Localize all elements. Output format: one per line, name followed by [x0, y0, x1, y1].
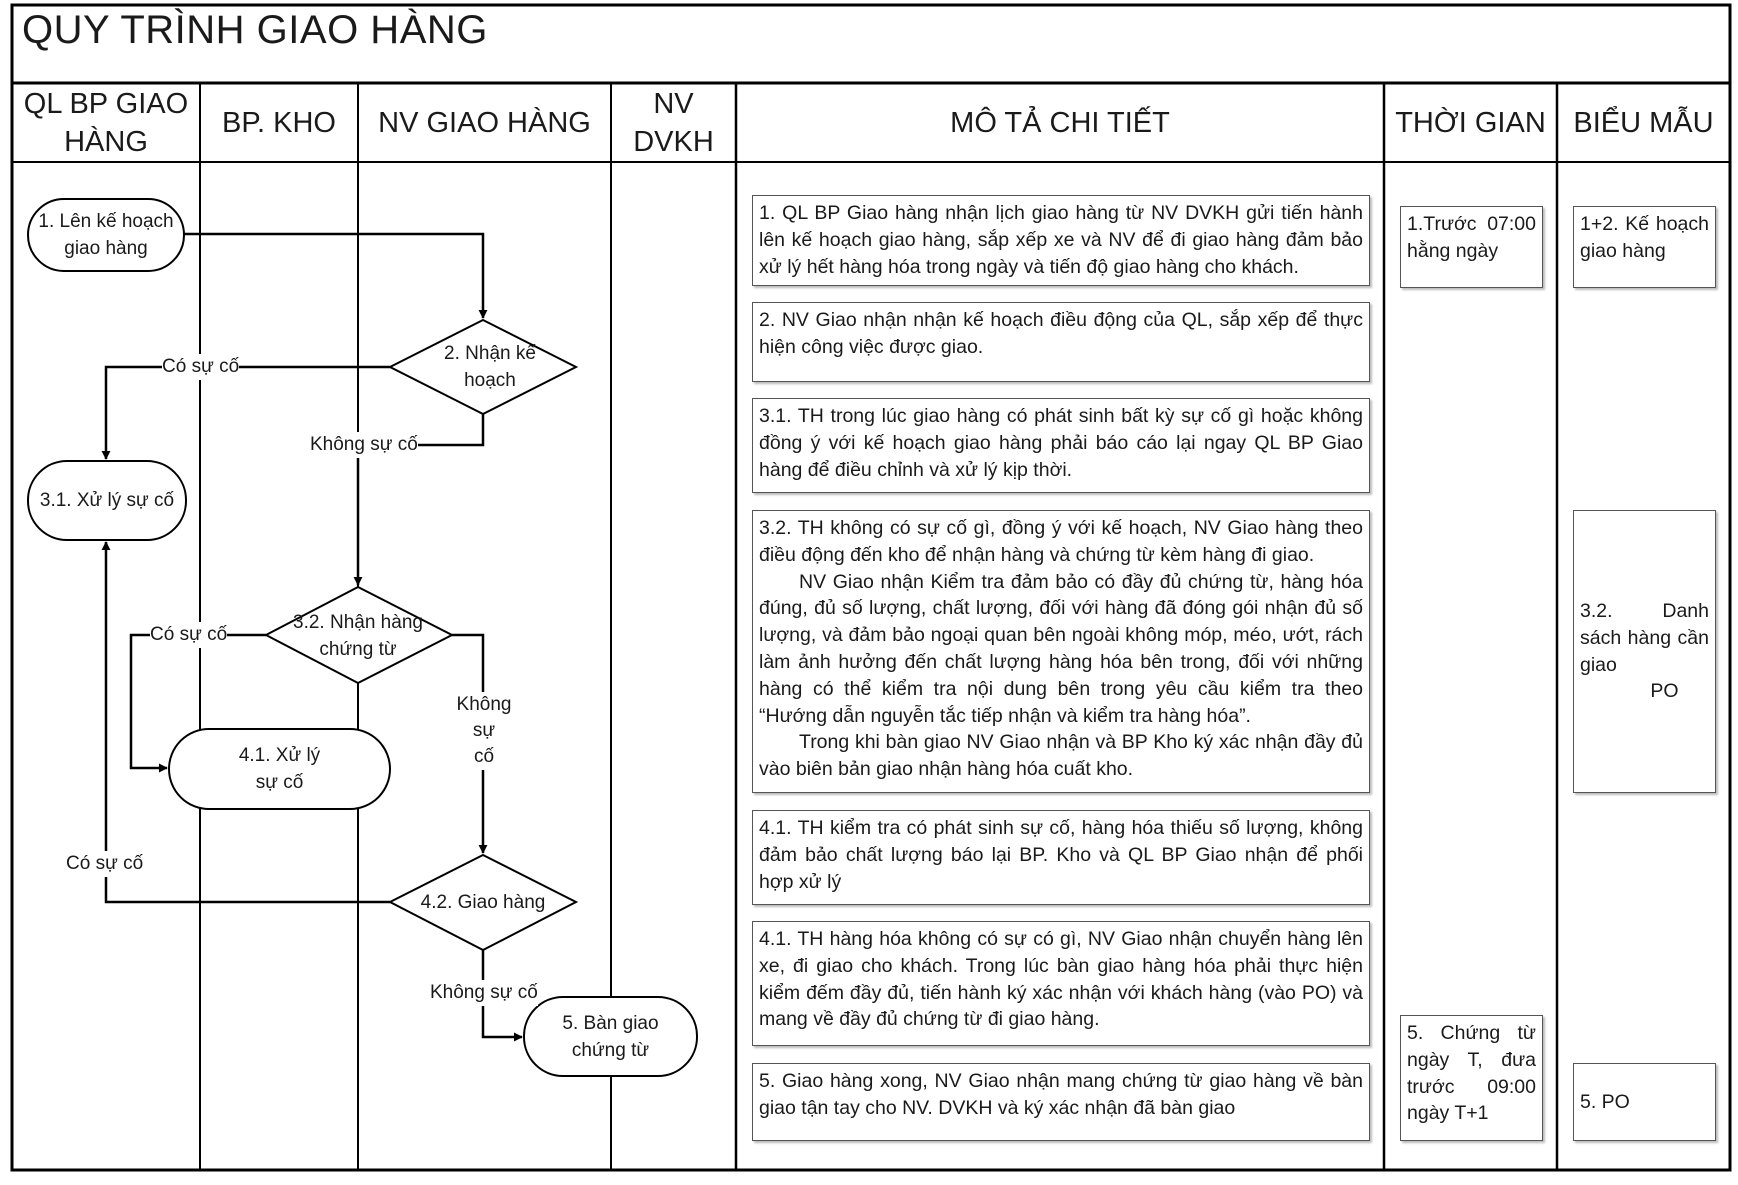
time-box-1: 1.Trước 07:00 hằng ngày	[1400, 206, 1543, 288]
edge-label-khong-su-co-2-line2: sự	[472, 720, 496, 741]
node-2-label: 2. Nhận kế hoạch	[420, 340, 560, 394]
edge-label-co-su-co-3: Có sự cố	[66, 851, 144, 877]
node-31-shape	[27, 460, 187, 541]
node-32-line2: chứng từ	[319, 639, 397, 660]
description-7-para: 5. Giao hàng xong, NV Giao nhận mang chứ…	[759, 1070, 1363, 1119]
description-3-para: 3.1. TH trong lúc giao hàng có phát sinh…	[759, 405, 1363, 481]
description-4-para-2: NV Giao nhận Kiểm tra đảm bảo có đầy đủ …	[759, 570, 1363, 727]
edge-label-khong-su-co-2: Không sự cố	[448, 692, 520, 770]
lane-header-bp-kho: BP. KHO	[222, 107, 336, 139]
edge-label-co-su-co-2: Có sự cố	[150, 622, 228, 648]
lane-header-nv-dvkh: NV DVKH	[611, 84, 736, 162]
description-1-para: 1. QL BP Giao hàng nhận lịch giao hàng t…	[759, 202, 1363, 278]
description-box-1: 1. QL BP Giao hàng nhận lịch giao hàng t…	[752, 195, 1370, 286]
node-1-line2: giao hàng	[64, 238, 148, 259]
description-6-para: 4.1. TH hàng hóa không có sự có gì, NV G…	[759, 928, 1363, 1031]
form-box-1: 1+2. Kế hoạch giao hàng	[1573, 206, 1716, 288]
node-41-shape	[168, 728, 391, 810]
form-32-po: PO	[1650, 680, 1679, 703]
node-31-label: 3.1. Xử lý sự cố	[39, 490, 175, 511]
node-41-line1: 4.1. Xử lý	[238, 745, 321, 766]
description-2-para: 2. NV Giao nhận nhận kế hoạch điều động …	[759, 309, 1363, 358]
node-5-line1: 5. Bàn giao	[562, 1012, 659, 1034]
description-box-4: 3.2. TH không có sự cố gì, đồng ý với kế…	[752, 510, 1370, 793]
lane-header-mo-ta: MÔ TẢ CHI TIẾT	[950, 107, 1170, 139]
description-box-7: 5. Giao hàng xong, NV Giao nhận mang chứ…	[752, 1063, 1370, 1141]
description-box-2: 2. NV Giao nhận nhận kế hoạch điều động …	[752, 302, 1370, 382]
lane-header-ql-bp-line2: HÀNG	[64, 126, 148, 158]
node-2-line2: hoạch	[464, 370, 516, 391]
form-32-text: 3.2. Danh sách hàng cần giao	[1580, 599, 1709, 676]
edge-1-to-2	[184, 232, 488, 319]
node-32-shape	[263, 585, 455, 685]
edge-label-khong-su-co-1: Không sự cố	[310, 432, 418, 458]
node-5-label: 5. Bàn giao chứng từ	[524, 997, 697, 1076]
description-box-6: 4.1. TH hàng hóa không có sự có gì, NV G…	[752, 921, 1370, 1046]
node-32-line1: 3.2. Nhận hàng	[293, 612, 423, 633]
edge-label-khong-su-co-2-line3: cố	[473, 746, 495, 767]
description-box-3: 3.1. TH trong lúc giao hàng có phát sinh…	[752, 398, 1370, 493]
lane-header-nv-giao: NV GIAO HÀNG	[378, 107, 591, 139]
node-1-label: 1. Lên kế hoạch giao hàng	[28, 199, 184, 271]
form-box-32: 3.2. Danh sách hàng cần giao PO	[1573, 510, 1716, 793]
lane-header-nv-dvkh-line2: DVKH	[633, 126, 714, 158]
edge-32-to-42	[452, 633, 488, 854]
time-box-5: 5. Chứng từ ngày T, đưa trước 09:00 ngày…	[1400, 1015, 1543, 1141]
node-41-label: 4.1. Xử lý sự cố	[169, 729, 390, 809]
outer-border	[10, 3, 1732, 1172]
node-1-line1: 1. Lên kế hoạch	[38, 211, 174, 232]
lane-header-ql-bp: QL BP GIAO HÀNG	[12, 84, 200, 162]
edge-42-to-5	[481, 950, 523, 1042]
form-1-text: 1+2. Kế hoạch giao hàng	[1580, 213, 1709, 262]
node-32-label: 3.2. Nhận hàng chứng từ	[280, 609, 436, 663]
lane-header-thoi-gian: THỜI GIAN	[1395, 107, 1546, 139]
edge-label-co-su-co-1: Có sự cố	[162, 354, 240, 380]
node-5-shape	[523, 996, 698, 1077]
description-box-5: 4.1. TH kiểm tra có phát sinh sự cố, hàn…	[752, 810, 1370, 905]
node-5-line2: chứng từ	[571, 1039, 650, 1061]
form-box-5: 5. PO	[1573, 1063, 1716, 1141]
lane-header-bieu-mau: BIỂU MẪU	[1573, 107, 1714, 139]
edge-label-khong-su-co-2-line1: Không	[456, 694, 512, 715]
description-4-para-1: 3.2. TH không có sự cố gì, đồng ý với kế…	[759, 517, 1363, 566]
edge-42-to-31	[101, 541, 390, 904]
lane-header-nv-dvkh-line1: NV	[653, 88, 694, 120]
edge-label-khong-su-co-3: Không sự cố	[430, 980, 538, 1006]
form-5-text: 5. PO	[1580, 1090, 1630, 1113]
node-42-label: 4.2. Giao hàng	[420, 891, 546, 913]
description-5-para: 4.1. TH kiểm tra có phát sinh sự cố, hàn…	[759, 817, 1363, 893]
node-2-line1: 2. Nhận kế	[444, 343, 536, 364]
page-title: QUY TRÌNH GIAO HÀNG	[22, 8, 488, 52]
lane-header-ql-bp-line1: QL BP GIAO	[23, 88, 189, 120]
time-5-text: 5. Chứng từ ngày T, đưa trước 09:00 ngày…	[1407, 1022, 1536, 1125]
description-4-para-3: Trong khi bàn giao NV Giao nhận và BP Kh…	[759, 731, 1363, 781]
node-41-line2: sự cố	[255, 772, 304, 793]
time-1-text: 1.Trước 07:00 hằng ngày	[1407, 213, 1536, 262]
edge-2-to-32	[353, 414, 485, 586]
edge-2-to-31	[101, 365, 390, 460]
